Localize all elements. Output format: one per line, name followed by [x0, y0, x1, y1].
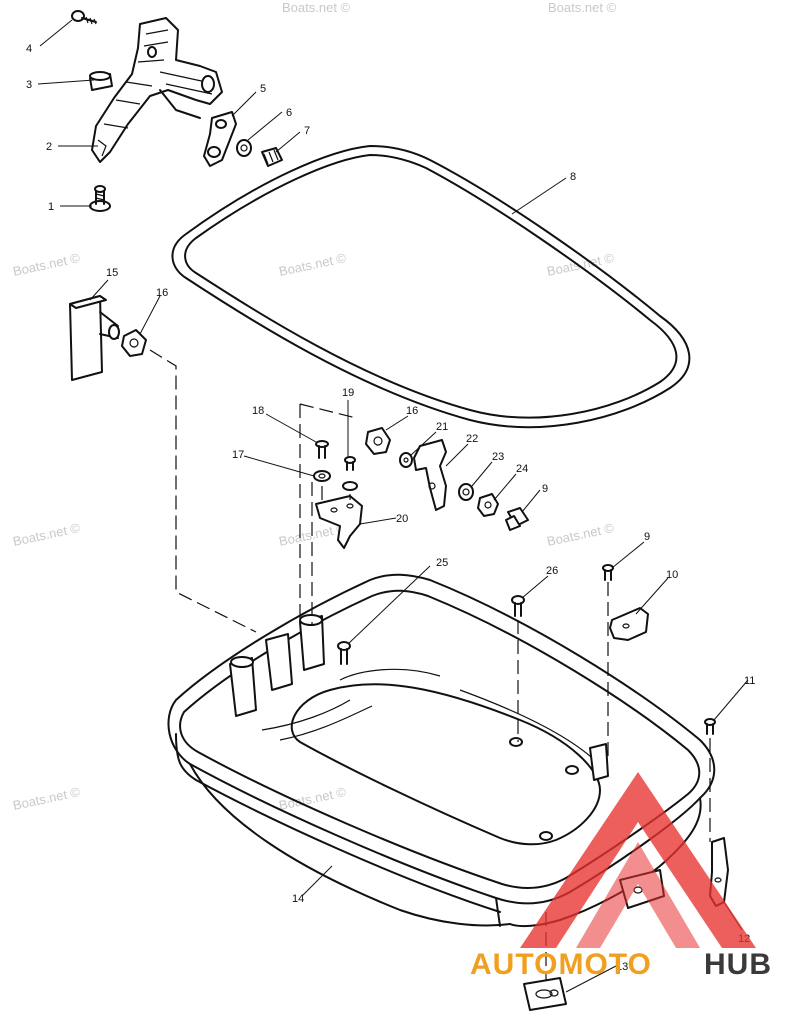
- watermark: Boats.net ©: [548, 0, 617, 15]
- callout-11: 11: [744, 675, 755, 687]
- callout-2: 2: [46, 141, 52, 153]
- callout-9-second: 9: [644, 531, 650, 543]
- watermark: Boats.net ©: [546, 520, 616, 549]
- callout-20: 20: [396, 513, 408, 525]
- part-9-screw-second: [602, 564, 614, 581]
- part-4-screw: [71, 10, 97, 25]
- part-21-washer: [399, 452, 413, 468]
- callout-16: 16: [156, 287, 168, 299]
- watermark: Boats.net ©: [12, 784, 82, 813]
- watermark: Boats.net ©: [12, 250, 82, 279]
- part-25-screw: [337, 641, 351, 665]
- callout-14: 14: [292, 893, 304, 905]
- part-17-washer: [313, 470, 331, 482]
- callout-22: 22: [466, 433, 478, 445]
- callout-3: 3: [26, 79, 32, 91]
- callout-6: 6: [286, 107, 292, 119]
- part-13-plug: [523, 977, 567, 1011]
- callout-16-second: 16: [406, 405, 418, 417]
- logo-triangle-inner: [576, 842, 700, 948]
- part-7-bolt: [261, 147, 283, 167]
- part-8-seal: [171, 145, 691, 429]
- part-10-bracket: [609, 607, 649, 641]
- callout-10: 10: [666, 569, 678, 581]
- callout-23: 23: [492, 451, 504, 463]
- logo-text-automoto: AUTOMOTO: [470, 948, 652, 981]
- part-15-latch-handle: [69, 295, 120, 381]
- part-23-washer: [458, 483, 474, 501]
- part-18-screw: [315, 440, 329, 459]
- part-6-washer: [236, 139, 252, 157]
- callout-8: 8: [570, 171, 576, 183]
- part-5-link: [203, 111, 237, 167]
- callout-5: 5: [260, 83, 266, 95]
- callout-25: 25: [436, 557, 448, 569]
- watermark: Boats.net ©: [282, 0, 351, 15]
- part-14-bottom-cowl: [167, 573, 716, 928]
- part-20-latch-plate: [315, 495, 363, 549]
- callout-4: 4: [26, 43, 32, 55]
- part-1-bolt: [89, 185, 111, 212]
- callouts: 4 3 5 6 7 2 1 8 15 16 19 18 16 21 22 17 …: [26, 19, 755, 993]
- callout-15: 15: [106, 267, 118, 279]
- part-11-screw: [704, 718, 716, 735]
- callout-26: 26: [546, 565, 558, 577]
- logo-text-hub: HUB: [704, 948, 772, 981]
- watermark: Boats.net ©: [12, 520, 82, 549]
- callout-9: 9: [542, 483, 548, 495]
- part-3-grommet: [89, 71, 113, 91]
- callout-18: 18: [252, 405, 264, 417]
- callout-13: 13: [616, 961, 628, 973]
- part-16-nut-second: [365, 427, 391, 455]
- part-22-hook-lever: [413, 439, 447, 511]
- callout-19: 19: [342, 387, 354, 399]
- logo-triangle-outer: [520, 772, 756, 948]
- part-26-screw: [511, 595, 525, 617]
- automotohub-logo: AUTOMOTO HUB: [470, 772, 772, 981]
- callout-7: 7: [304, 125, 310, 137]
- part-16-nut: [121, 329, 147, 357]
- part-24-nut: [477, 493, 499, 517]
- callout-24: 24: [516, 463, 528, 475]
- part-9-bolt: [505, 507, 529, 531]
- callout-1: 1: [48, 201, 54, 213]
- watermark: Boats.net ©: [278, 250, 348, 279]
- callout-21: 21: [436, 421, 448, 433]
- part-2-bracket: [91, 17, 223, 163]
- part-19-screw: [342, 456, 358, 491]
- callout-17: 17: [232, 449, 244, 461]
